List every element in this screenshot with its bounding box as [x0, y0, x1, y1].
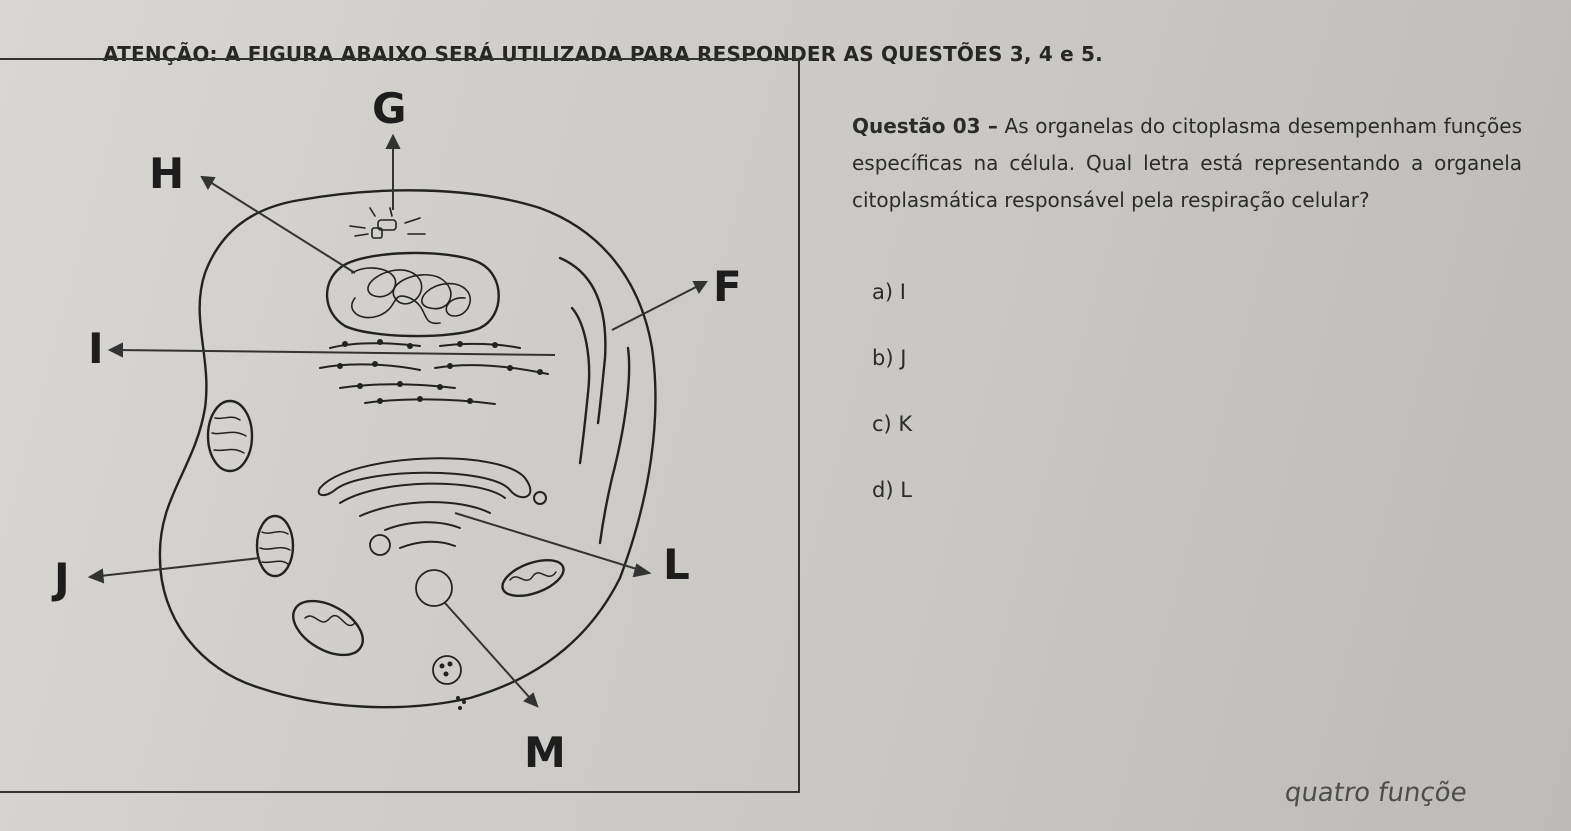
label-f: F [713, 262, 742, 311]
question-text: As organelas do citoplasma desempenham f… [852, 114, 1523, 212]
centrioles [349, 207, 426, 239]
answer-options: a) I b) J c) K d) L [872, 280, 912, 544]
ribosomes [337, 339, 543, 404]
option-b[interactable]: b) J [872, 346, 907, 370]
mitochondrion-4 [501, 558, 565, 598]
cell-membrane [158, 189, 657, 709]
cut-off-footer-text: quatro funçõe [1282, 778, 1469, 808]
cell-diagram [87, 133, 708, 710]
label-i: I [88, 324, 104, 373]
nucleus [325, 251, 500, 338]
golgi-apparatus [317, 457, 547, 549]
attention-header: ATENÇÃO: A FIGURA ABAIXO SERÁ UTILIZADA … [103, 42, 1103, 66]
vesicle-small [369, 534, 391, 556]
question-title: Questão 03 – [852, 114, 998, 138]
option-d[interactable]: d) L [872, 478, 912, 502]
mitochondrion-1 [206, 399, 254, 473]
label-g: G [372, 84, 407, 133]
mitochondrion-3 [292, 599, 364, 657]
lysosome-vesicle [415, 569, 453, 607]
peroxisome [432, 655, 462, 685]
mitochondrion-2 [255, 514, 295, 578]
figure-frame [0, 58, 800, 793]
label-h: H [149, 149, 185, 198]
question-03: Questão 03 – As organelas do citoplasma … [852, 108, 1522, 219]
label-j: J [54, 554, 70, 603]
smooth-endoplasmic-reticulum [558, 256, 631, 545]
label-m: M [524, 728, 566, 777]
label-l: L [663, 540, 690, 589]
option-a[interactable]: a) I [872, 280, 906, 304]
option-c[interactable]: c) K [872, 412, 913, 436]
